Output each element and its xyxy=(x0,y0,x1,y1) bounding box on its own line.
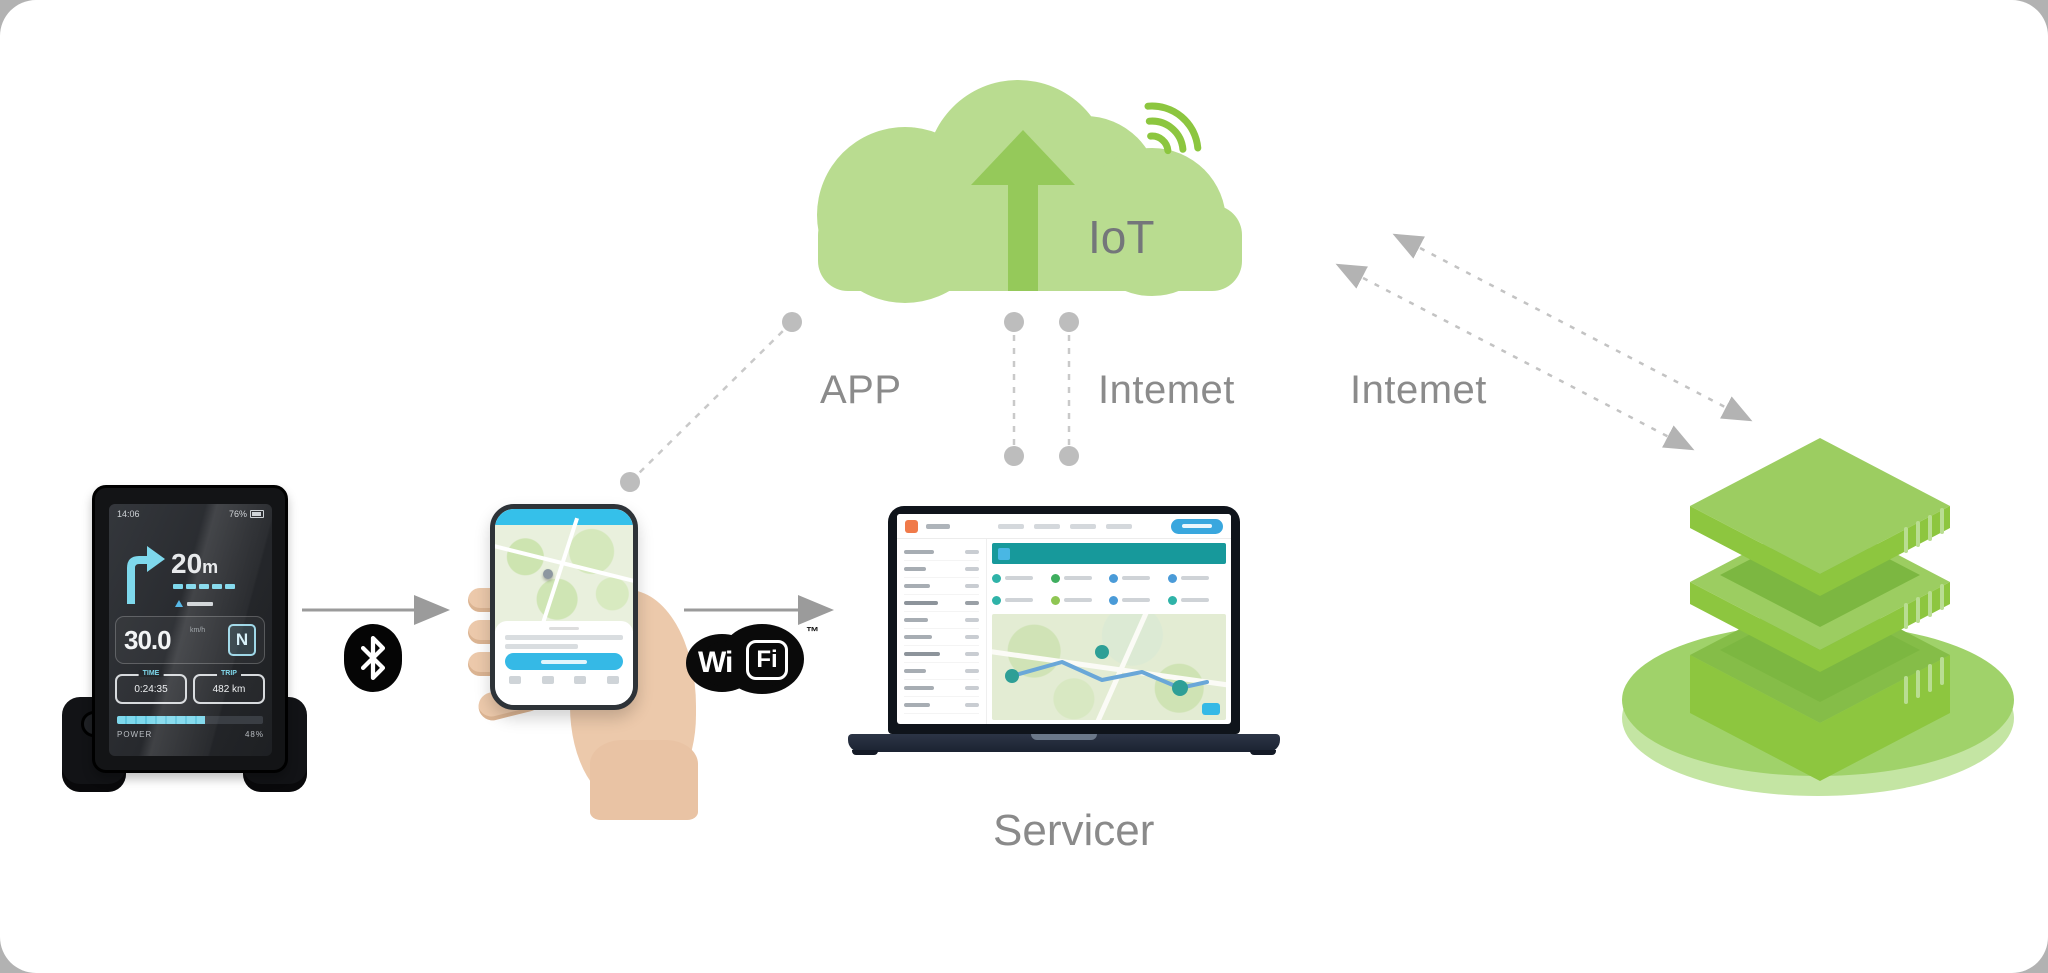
laptop-base xyxy=(848,734,1280,755)
display-screen: 14:06 76% 20m 30.0 km/h N xyxy=(109,504,272,756)
bluetooth-icon xyxy=(344,624,402,692)
iot-label: IoT xyxy=(1088,211,1155,263)
power-row: POWER 48% xyxy=(117,730,264,739)
gear-indicator: N xyxy=(228,624,256,656)
display-battery-percent: 76% xyxy=(228,509,247,519)
connector-dot xyxy=(1004,446,1024,466)
connector-dot xyxy=(782,312,802,332)
power-bar xyxy=(117,716,263,724)
turn-distance: 20m xyxy=(171,548,219,579)
smartphone xyxy=(490,504,638,710)
internet-label-2: Intemet xyxy=(1350,368,1487,412)
connector-internet-right xyxy=(1059,312,1079,466)
time-box-value: 0:24:35 xyxy=(134,683,168,695)
connector-dot xyxy=(1004,312,1024,332)
sheet-text-line xyxy=(505,644,579,649)
speed-panel: 30.0 km/h N xyxy=(115,616,265,664)
trip-box-value: 482 km xyxy=(212,683,246,695)
iot-cloud-shape xyxy=(817,80,1242,303)
laptop-foot xyxy=(1250,750,1276,755)
server-laptop xyxy=(848,506,1280,758)
sheet-text-line xyxy=(505,635,623,640)
phone-map xyxy=(495,517,633,643)
app-label: APP xyxy=(820,368,902,412)
dashboard-logo xyxy=(905,519,918,533)
phone-bottom-sheet xyxy=(495,621,633,705)
map-zoom-control xyxy=(1202,703,1220,715)
nav-menu xyxy=(998,523,1132,529)
connector-dot xyxy=(620,472,640,492)
hand-wrist xyxy=(590,740,698,820)
power-percent: 48% xyxy=(244,730,264,739)
wifi-waves-icon xyxy=(1144,102,1202,155)
connector-app xyxy=(620,312,802,492)
trip-info-row: TIME 0:24:35 TRIP 482 km xyxy=(115,670,265,704)
wifi-logo-fi: Fi xyxy=(756,646,778,673)
wifi-trademark: ™ xyxy=(806,624,819,639)
wifi-logo-wi: Wi xyxy=(698,646,733,679)
turn-right-arrow-icon xyxy=(127,546,165,604)
street-name-text xyxy=(173,584,235,589)
banner-icon xyxy=(998,547,1010,560)
internet-label-1: Intemet xyxy=(1098,368,1235,412)
sheet-handle xyxy=(549,627,579,630)
server-slab-top xyxy=(1690,438,1950,596)
dashboard-map xyxy=(992,614,1226,720)
map-marker xyxy=(1172,680,1188,696)
cloud-server-icon xyxy=(1622,438,2014,796)
display-statusbar: 14:06 76% xyxy=(117,509,264,519)
display-body: 14:06 76% 20m 30.0 km/h N xyxy=(92,485,288,773)
laptop-foot xyxy=(852,750,878,755)
phone-tabbar xyxy=(509,676,619,684)
laptop-notch xyxy=(1031,734,1097,740)
time-box: TIME 0:24:35 xyxy=(115,670,187,704)
bike-display-device: 14:06 76% 20m 30.0 km/h N xyxy=(62,485,307,792)
wifi-logo: Wi Fi ™ xyxy=(686,624,819,700)
dashboard-main xyxy=(987,539,1231,724)
nav-text xyxy=(926,523,950,529)
phone-action-button xyxy=(505,653,623,670)
display-clock: 14:06 xyxy=(117,509,140,519)
trip-box-label: TRIP xyxy=(217,670,241,677)
speed-unit: km/h xyxy=(190,627,206,634)
connector-dot xyxy=(1059,446,1079,466)
speed-value: 30.0 xyxy=(124,625,172,655)
connector-internet-left xyxy=(1004,312,1024,466)
connector-server-lower xyxy=(1335,263,1695,451)
laptop-screen xyxy=(888,506,1240,734)
up-arrow-icon xyxy=(175,600,183,607)
server-vents xyxy=(1904,508,1944,704)
dashboard-primary-button xyxy=(1171,518,1223,534)
battery-icon xyxy=(250,510,264,518)
power-label: POWER xyxy=(117,730,153,739)
trip-box: TRIP 482 km xyxy=(193,670,265,704)
map-pin-icon xyxy=(543,569,553,579)
servicer-caption: Servicer xyxy=(993,806,1155,855)
connector-dot xyxy=(1059,312,1079,332)
dashboard-stats xyxy=(992,564,1226,614)
dashboard-navbar xyxy=(897,514,1231,539)
phone-statusbar xyxy=(495,509,633,525)
map-marker xyxy=(1005,669,1019,683)
cloud-upload-arrow-icon xyxy=(971,130,1075,291)
dashboard-banner xyxy=(992,543,1226,564)
dashboard-sidebar xyxy=(897,539,987,724)
wifi-logo-fi-box: Fi xyxy=(746,640,788,680)
map-marker xyxy=(1095,645,1109,659)
smartphone-in-hand xyxy=(452,500,702,820)
next-turn-hint xyxy=(175,600,213,607)
time-box-label: TIME xyxy=(138,670,164,677)
